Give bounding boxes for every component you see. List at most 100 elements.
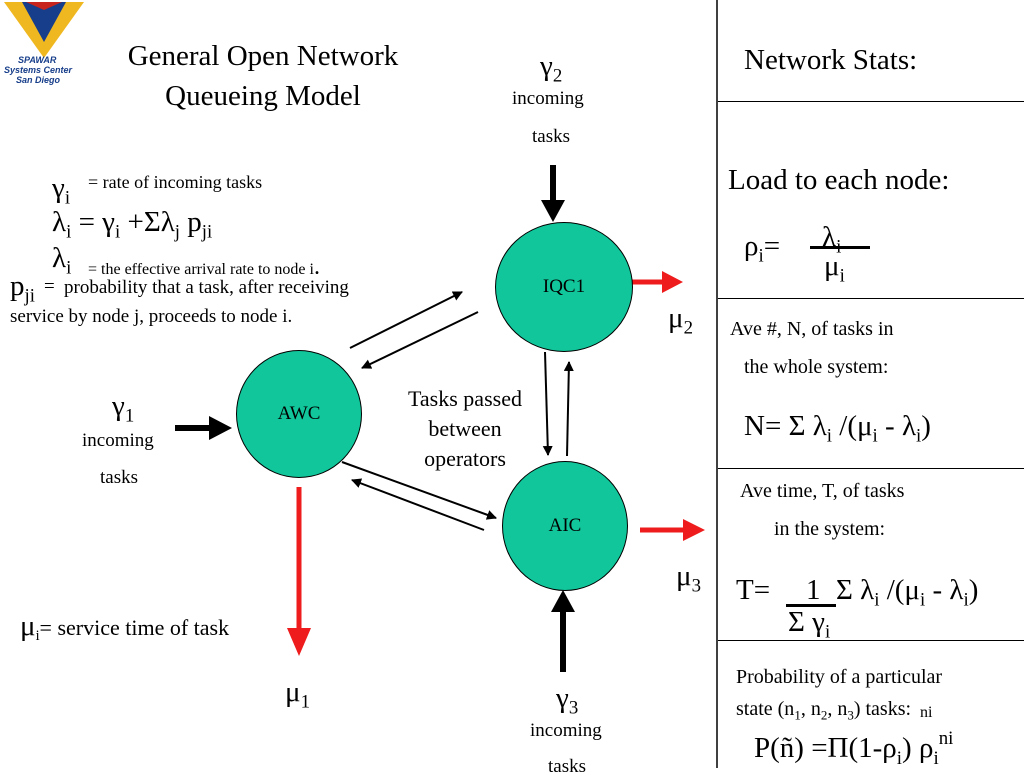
awc-to-iqc1-arrow — [349, 291, 463, 349]
p-def-line2: service by node j, proceeds to node i. — [10, 306, 293, 327]
logo-text-line2: Systems Center — [4, 65, 73, 75]
t-formula-numerator: 1 — [806, 574, 821, 606]
node-awc: AWC — [236, 350, 362, 478]
lambda-eq-rhs3: p — [187, 206, 202, 238]
lambda-eq-rhs2-sub: j — [174, 221, 181, 243]
mu2-sub: 2 — [683, 317, 693, 339]
gamma2-char: γ — [540, 50, 553, 82]
gamma-i-symbol: γi — [52, 172, 70, 210]
gamma1-label: γ1 — [112, 390, 134, 428]
prob-line2-s2: 2 — [820, 707, 828, 723]
mu-i-char: μ — [20, 610, 36, 642]
node-iqc1: IQC1 — [495, 222, 633, 352]
load-title: Load to each node: — [728, 164, 950, 196]
p-ji-symbol: pji — [10, 270, 35, 308]
lambda-i-char: λ — [52, 242, 67, 274]
p-char: p — [10, 270, 25, 302]
t-formula-close: ) — [968, 574, 979, 606]
prob-line2-d: ) tasks: — [853, 698, 912, 720]
node-iqc1-label: IQC1 — [542, 276, 586, 297]
rho-sub: i — [758, 245, 764, 267]
t-formula-minus-sub: i — [963, 589, 969, 611]
gamma1-char: γ — [112, 390, 125, 422]
n-formula-sum-sub: i — [826, 425, 833, 447]
aic-to-awc-arrow — [351, 478, 485, 531]
gamma2-arrowhead — [541, 200, 565, 222]
stats-divider-4 — [718, 640, 1024, 641]
p-formula-rho-sup: ni — [938, 728, 954, 749]
awc-to-aic-arrow — [341, 461, 497, 520]
lambda-eq-rhs1: = γ — [78, 206, 115, 238]
gamma2-tasks-label: tasks — [532, 126, 570, 147]
t-den-sub: i — [824, 621, 831, 643]
lambda-i-symbol: λi — [52, 242, 71, 280]
prob-line2-s1: 1 — [794, 707, 801, 723]
rho-den-char: μ — [824, 250, 840, 282]
logo-text-line3: San Diego — [16, 75, 61, 85]
rho-den-sub: i — [839, 265, 845, 287]
gamma-definition: = rate of incoming tasks — [88, 172, 263, 192]
t-formula-mid-sub: i — [919, 589, 926, 611]
lambda-eq-char: λ — [52, 206, 67, 238]
tasks-passed-line1: Tasks passed — [408, 386, 522, 411]
gamma-i-sub: i — [64, 187, 71, 209]
n-formula: N= Σ λi /(μi - λi) — [744, 410, 931, 448]
avg-t-line2: in the system: — [774, 518, 886, 540]
tasks-passed-line2: between — [428, 416, 502, 441]
prob-line2: state (n1, n2, n3) tasks: — [736, 698, 911, 724]
rho-denominator: μi — [824, 250, 845, 288]
p-formula-rho-sub: i — [933, 747, 939, 769]
logo-shield-icon — [4, 2, 84, 58]
p-def-equals: = — [44, 276, 55, 297]
mu2-char: μ — [668, 302, 684, 334]
p-formula-sub: i — [896, 747, 903, 769]
n-formula-lhs: N= — [744, 410, 782, 442]
gamma1-sub: 1 — [124, 405, 135, 427]
spawar-logo: SPAWAR Systems Center San Diego — [2, 0, 86, 92]
p-def-line1: probability that a task, after receiving — [64, 277, 349, 298]
t-formula-rhs: Σ λi /(μi - λi) — [836, 574, 978, 612]
p-formula: P(ñ) =Π(1-ρi) ρini — [754, 728, 953, 770]
stats-header: Network Stats: — [744, 44, 918, 76]
stats-divider-3 — [718, 468, 1024, 469]
t-den-text: Σ γ — [788, 606, 825, 638]
t-formula-minus: - λ — [932, 574, 964, 606]
rho-lhs: ρi= — [744, 230, 780, 268]
n-formula-close: ) — [921, 410, 931, 442]
aic-to-iqc1-arrow — [563, 361, 574, 457]
mu3-sub: 3 — [691, 575, 701, 597]
mu2-label: μ2 — [668, 302, 693, 340]
gamma2-label: γ2 — [540, 50, 562, 88]
tasks-passed-label: Tasks passed between operators — [392, 384, 538, 474]
mu-i-sub: i — [35, 628, 40, 644]
t-formula-mid: /(μ — [886, 574, 920, 606]
prob-line2-s3: 3 — [847, 707, 854, 723]
prob-overlap-text: ni — [920, 704, 933, 721]
t-formula-sum-sub: i — [874, 589, 880, 611]
avg-n-line1: Ave #, N, of tasks in — [730, 318, 894, 340]
stats-divider-1 — [718, 101, 1024, 102]
iqc1-to-aic-arrow — [542, 351, 553, 456]
lambda-def-dot: . — [313, 254, 320, 280]
n-formula-minus-sub: i — [916, 425, 922, 447]
gamma1-tasks-label: tasks — [100, 467, 138, 488]
stats-panel: Network Stats: — [718, 0, 1024, 768]
page-title: General Open Network Queueing Model — [98, 36, 428, 116]
lambda-definition: = the effective arrival rate to node i. — [88, 254, 320, 281]
node-aic-label: AIC — [548, 515, 582, 536]
n-formula-sum: Σ λ — [788, 410, 827, 442]
gamma2-incoming-label: incoming — [512, 88, 584, 109]
n-formula-mid: /(μ — [839, 410, 873, 442]
gamma-i-char: γ — [52, 172, 65, 204]
gamma1-incoming-label: incoming — [82, 430, 154, 451]
prob-line2-b: , n — [800, 698, 821, 720]
t-fraction-bar — [786, 604, 836, 607]
p-formula-lhs: P(ñ) =Π(1-ρ — [754, 732, 897, 765]
lambda-eq-rhs1-sub: i — [114, 221, 121, 243]
avg-t-line1: Ave time, T, of tasks — [740, 480, 905, 502]
n-formula-mid-sub: i — [872, 425, 878, 447]
mu1-sub: 1 — [300, 691, 310, 713]
mu1-output-arrowhead — [287, 628, 311, 656]
p-sub: ji — [24, 285, 35, 307]
